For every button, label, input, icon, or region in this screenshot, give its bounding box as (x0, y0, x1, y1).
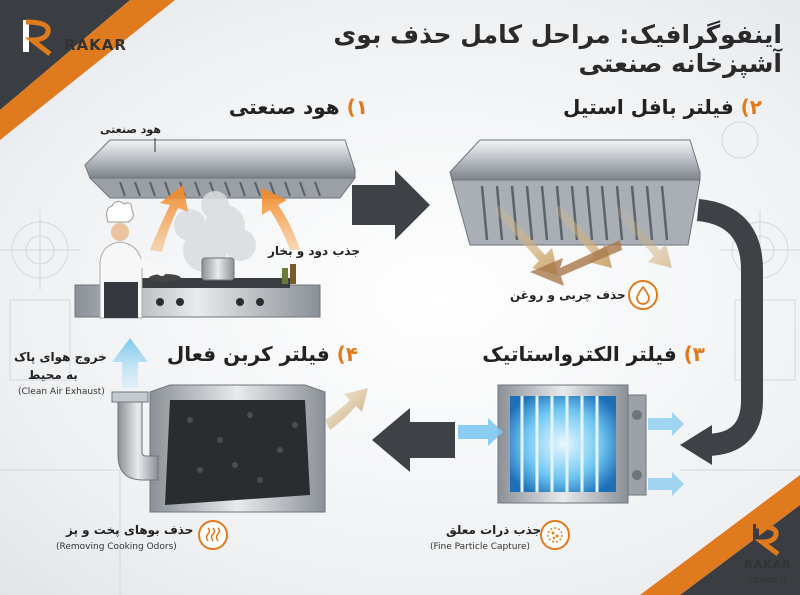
grease-callout: حذف چربی و روغن (510, 288, 626, 302)
odor-callout: حذف بوهای پخت و پز (66, 523, 194, 537)
brand-logo: RAKAR (14, 14, 127, 58)
particle-callout: جذب ذرات معلق (446, 523, 542, 537)
particle-badge (540, 520, 570, 550)
drop-icon (636, 285, 650, 305)
step-4-label: فیلتر کربن فعال (166, 342, 330, 366)
brand-url: rakar.ir (748, 573, 788, 586)
flow-arrow-2-to-3 (696, 199, 763, 456)
step-2-label: فیلتر بافل استیل (563, 95, 734, 119)
odor-callout-english: (Removing Cooking Odors) (56, 542, 177, 552)
industrial-hood-illustration (74, 138, 356, 319)
logo-r-icon-footer (753, 523, 780, 556)
carbon-filter-illustration (111, 338, 368, 513)
electrostatic-filter-illustration (458, 384, 684, 504)
particles-icon (547, 527, 563, 543)
flow-arrow-3-to-4 (372, 408, 455, 472)
grease-drop-badge (628, 280, 658, 310)
chef-figure (99, 200, 166, 319)
exhaust-callout-line1: خروج هوای پاک (14, 350, 107, 364)
page-title: اینفوگرافیک: مراحل کامل حذف بوی آشپزخانه… (333, 20, 782, 78)
step-4-number: ۴) (336, 342, 358, 366)
exhaust-callout-english: (Clean Air Exhaust) (18, 387, 105, 397)
step-3-heading: ۳) فیلتر الکترواستاتیک (482, 342, 705, 366)
brand-name-footer: RAKAR (744, 558, 792, 571)
odor-badge (198, 520, 228, 550)
particle-callout-english: (Fine Particle Capture) (430, 542, 531, 552)
step-1-heading: ۱) هود صنعتی (229, 95, 368, 119)
step-2-heading: ۲) فیلتر بافل استیل (563, 95, 762, 119)
exhaust-callout-line2: به محیط (28, 368, 78, 382)
smoke-callout: جذب دود و بخار (268, 244, 360, 258)
odor-waves-icon (205, 527, 221, 542)
step-4-heading: ۴) فیلتر کربن فعال (167, 342, 358, 366)
hood-callout: هود صنعتی (100, 123, 161, 136)
brand-logo-footer: RAKAR rakar.ir (738, 520, 798, 590)
baffle-filter-illustration (449, 139, 701, 286)
step-3-number: ۳) (683, 342, 705, 366)
step-1-number: ۱) (346, 95, 368, 119)
step-2-number: ۲) (740, 95, 762, 119)
step-3-label: فیلتر الکترواستاتیک (482, 342, 677, 366)
logo-r-icon (23, 19, 52, 56)
corner-decoration-top-left (0, 0, 175, 140)
brand-name: RAKAR (64, 36, 127, 54)
flow-arrow-1-to-2 (352, 170, 430, 240)
step-1-label: هود صنعتی (228, 95, 340, 119)
